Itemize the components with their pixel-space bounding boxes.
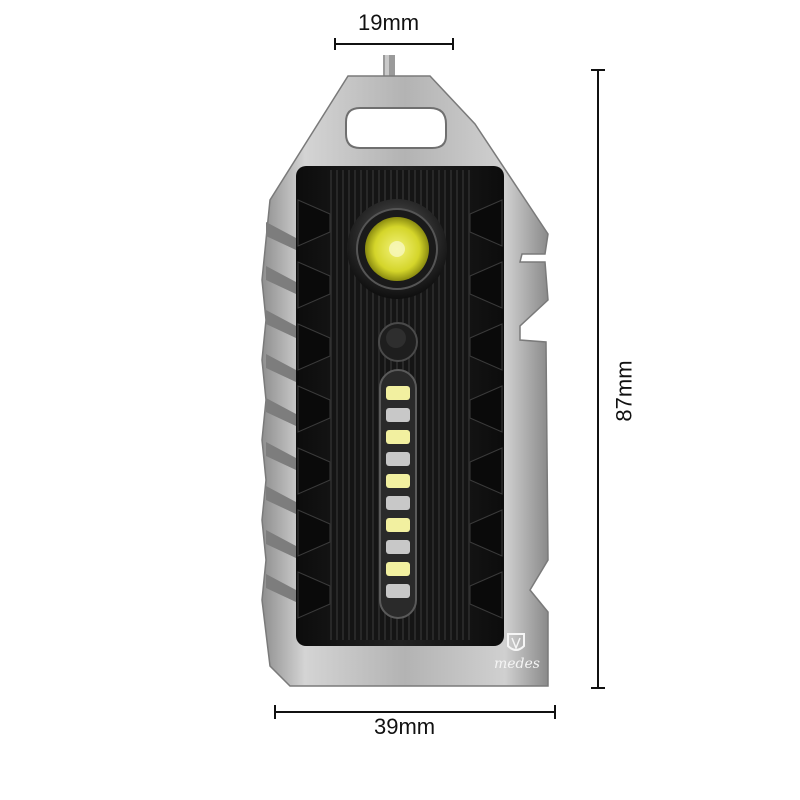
body-fins: [297, 199, 503, 619]
power-button: [378, 322, 418, 362]
total-width-label: 39mm: [374, 714, 436, 739]
top-width-dimension: [334, 38, 454, 50]
top-width-label: 19mm: [358, 10, 420, 35]
total-width-dimension: [274, 705, 556, 719]
svg-text:medes: medes: [494, 656, 540, 672]
height-label: 87mm: [611, 360, 637, 422]
height-dimension: [591, 69, 605, 689]
main-led-lens: [347, 199, 447, 299]
pin-tip: [383, 55, 395, 79]
cob-light-strip: [379, 369, 417, 619]
keyring-hole: [345, 107, 447, 149]
left-notches: [266, 222, 296, 602]
brand-logo: medes: [494, 633, 540, 672]
